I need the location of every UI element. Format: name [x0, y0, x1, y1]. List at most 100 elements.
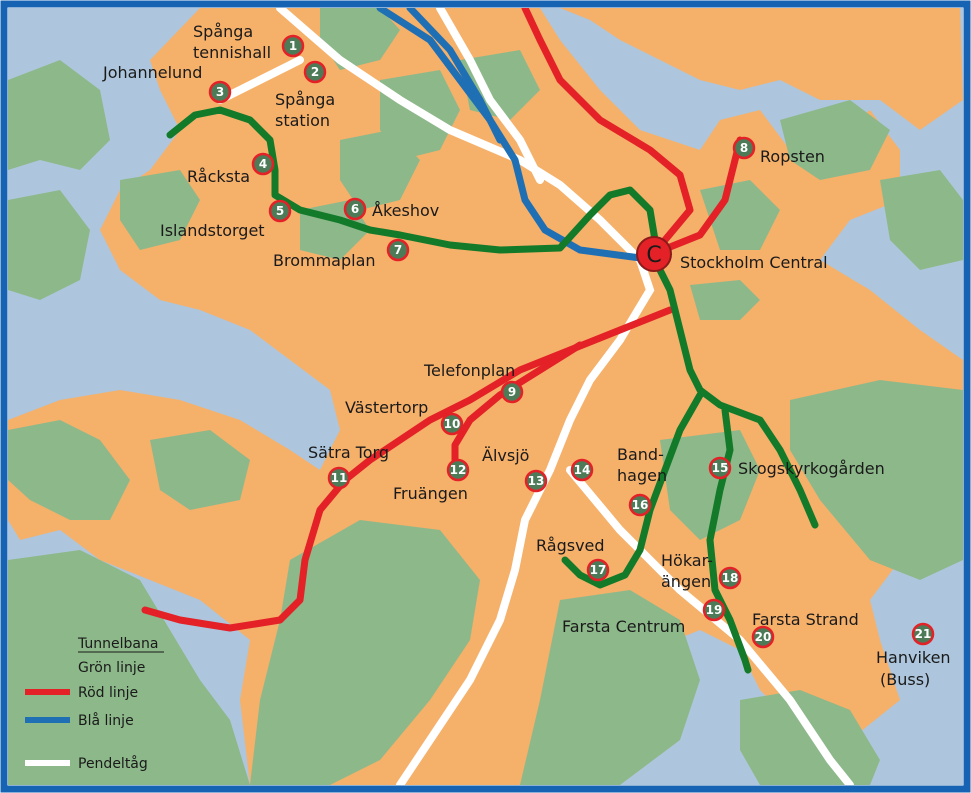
marker-circle — [343, 197, 367, 221]
marker-circle — [500, 380, 524, 404]
marker-number: 5 — [276, 204, 284, 218]
marker-number: 17 — [590, 563, 607, 577]
station-label-8: Ropsten — [760, 147, 825, 166]
station-marker-18[interactable]: 18 — [718, 566, 742, 590]
station-marker-2[interactable]: 2 — [303, 60, 327, 84]
central-marker — [636, 236, 672, 272]
green-line — [166, 106, 819, 674]
station-marker-10[interactable]: 10 — [440, 412, 464, 436]
legend-title: Tunnelbana — [77, 636, 158, 652]
marker-circle — [732, 136, 756, 160]
station-label-17: Rågsved — [536, 536, 605, 555]
marker-circle — [303, 60, 327, 84]
marker-number: 21 — [915, 627, 932, 641]
station-label-21: (Buss) — [880, 670, 930, 689]
station-marker-17[interactable]: 17 — [586, 558, 610, 582]
marker-number: 7 — [394, 243, 402, 257]
marker-circle — [446, 458, 470, 482]
marker-number: 16 — [632, 498, 649, 512]
station-label-2: Spånga — [275, 90, 335, 109]
station-marker-21[interactable]: 21 — [911, 622, 935, 646]
marker-circle — [570, 458, 594, 482]
station-label-18: Hökar- — [661, 551, 713, 570]
marker-circle — [708, 456, 732, 480]
marker-number: 20 — [755, 630, 772, 644]
marker-circle — [251, 152, 275, 176]
station-label-5: Islandstorget — [160, 221, 265, 240]
marker-number: 11 — [331, 471, 348, 485]
station-label-16: Band- — [617, 445, 664, 464]
station-label-13: Älvsjö — [482, 446, 529, 465]
marker-circle — [208, 80, 232, 104]
station-marker-9[interactable]: 9 — [500, 380, 524, 404]
marker-circle — [440, 412, 464, 436]
stockholm-central[interactable]: C Stockholm Central — [636, 236, 828, 272]
station-marker-11[interactable]: 11 — [327, 466, 351, 490]
legend-green-label: Grön linje — [78, 660, 145, 676]
forest-areas — [8, 8, 963, 785]
marker-circle — [386, 238, 410, 262]
marker-number: 1 — [289, 39, 297, 53]
marker-number: 15 — [712, 461, 729, 475]
station-label-12: Fruängen — [393, 484, 468, 503]
marker-number: 2 — [311, 65, 319, 79]
marker-circle — [702, 598, 726, 622]
marker-circle — [524, 469, 548, 493]
legend-red-label: Röd linje — [78, 685, 138, 701]
station-label-16: hagen — [617, 466, 667, 485]
station-marker-5[interactable]: 5 — [268, 199, 292, 223]
station-label-20: Farsta Strand — [752, 610, 859, 629]
station-marker-16[interactable]: 16 — [628, 493, 652, 517]
station-marker-6[interactable]: 6 — [343, 197, 367, 221]
station-label-9: Telefonplan — [423, 361, 515, 380]
station-label-7: Brommaplan — [273, 251, 376, 270]
marker-circle — [268, 199, 292, 223]
station-marker-19[interactable]: 19 — [702, 598, 726, 622]
station-label-3: Johannelund — [102, 63, 202, 82]
station-label-11: Sätra Torg — [308, 443, 389, 462]
central-letter: C — [646, 243, 661, 268]
station-label-1: tennishall — [193, 43, 271, 62]
station-label-21: Hanviken — [876, 648, 951, 667]
marker-circle — [911, 622, 935, 646]
marker-number: 6 — [351, 202, 359, 216]
marker-number: 14 — [574, 463, 591, 477]
marker-number: 12 — [450, 463, 467, 477]
legend: Tunnelbana Grön linje Röd linje Blå linj… — [25, 636, 164, 772]
marker-circle — [628, 493, 652, 517]
station-marker-7[interactable]: 7 — [386, 238, 410, 262]
marker-circle — [327, 466, 351, 490]
legend-commuter-label: Pendeltåg — [78, 755, 148, 772]
marker-number: 13 — [528, 474, 545, 488]
station-marker-3[interactable]: 3 — [208, 80, 232, 104]
station-labels: SpångatennishallSpångastationJohannelund… — [102, 22, 951, 689]
station-marker-20[interactable]: 20 — [751, 625, 775, 649]
station-marker-15[interactable]: 15 — [708, 456, 732, 480]
station-marker-13[interactable]: 13 — [524, 469, 548, 493]
station-label-10: Västertorp — [345, 398, 428, 417]
marker-circle — [586, 558, 610, 582]
station-label-19: Farsta Centrum — [562, 617, 685, 636]
station-marker-1[interactable]: 1 — [281, 34, 305, 58]
marker-circle — [718, 566, 742, 590]
station-label-18: ängen — [661, 572, 711, 591]
station-label-15: Skogskyrkogården — [738, 459, 885, 478]
station-label-6: Åkeshov — [372, 201, 439, 220]
station-label-1: Spånga — [193, 22, 253, 41]
station-marker-12[interactable]: 12 — [446, 458, 470, 482]
station-marker-4[interactable]: 4 — [251, 152, 275, 176]
station-marker-8[interactable]: 8 — [732, 136, 756, 160]
marker-number: 9 — [508, 385, 516, 399]
central-label: Stockholm Central — [680, 253, 828, 272]
station-label-4: Råcksta — [187, 167, 250, 186]
station-marker-14[interactable]: 14 — [570, 458, 594, 482]
marker-number: 19 — [706, 603, 723, 617]
marker-number: 4 — [259, 157, 267, 171]
station-label-2: station — [275, 111, 330, 130]
marker-circle — [281, 34, 305, 58]
legend-blue-label: Blå linje — [78, 712, 134, 729]
